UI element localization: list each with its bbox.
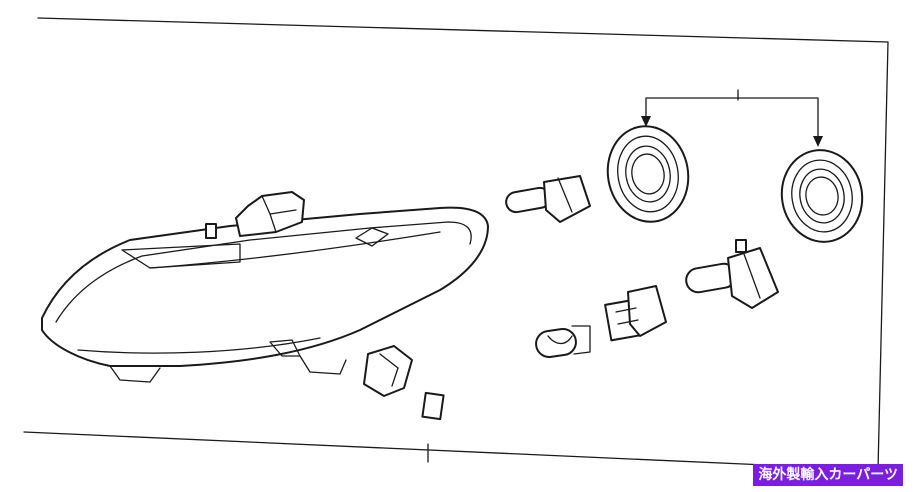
callout-arrow-bracket (641, 89, 823, 147)
bulb-socket-medium (604, 285, 667, 342)
halogen-bulb (685, 239, 779, 309)
diagram-frame (23, 17, 889, 471)
seal-ring-left (606, 125, 690, 223)
watermark-badge: 海外製輸入カーパーツ (753, 464, 903, 486)
wedge-bulb (535, 325, 591, 358)
headlamp-assembly (41, 191, 489, 397)
bulb-socket-small (505, 175, 591, 223)
seal-ring-right (780, 149, 864, 243)
small-gasket-part (421, 391, 445, 421)
